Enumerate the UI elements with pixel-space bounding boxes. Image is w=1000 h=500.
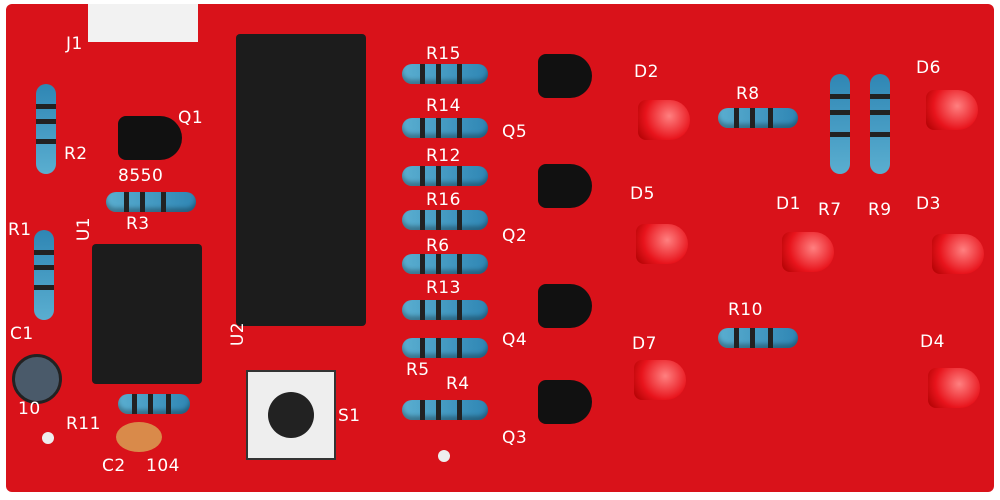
led-d1 (782, 232, 834, 272)
resistor-r5 (384, 338, 506, 358)
label-c1: C1 (10, 324, 34, 344)
label-r14: R14 (426, 96, 461, 116)
label-s1: S1 (338, 406, 361, 426)
label-d1: D1 (776, 194, 801, 214)
label-j1: J1 (66, 34, 83, 54)
label-q3: Q3 (502, 428, 528, 448)
transistor-q1 (118, 116, 182, 160)
label-r12: R12 (426, 146, 461, 166)
ic-u2 (236, 34, 366, 326)
resistor-r4 (384, 400, 506, 420)
label-r3: R3 (126, 214, 150, 234)
resistor-r15 (384, 64, 506, 84)
label-r5: R5 (406, 360, 430, 380)
push-button-s1[interactable] (246, 370, 336, 460)
label-r11: R11 (66, 414, 101, 434)
label-r16: R16 (426, 190, 461, 210)
led-d2 (638, 100, 690, 140)
label-8550: 8550 (118, 166, 164, 186)
label-u1: U1 (74, 216, 95, 242)
label-d6: D6 (916, 58, 941, 78)
label-r15: R15 (426, 44, 461, 64)
resistor-r2 (36, 84, 56, 174)
label-d4: D4 (920, 332, 945, 352)
label-c1-value: 10 (18, 399, 41, 419)
label-r7: R7 (818, 200, 842, 220)
resistor-r7 (830, 74, 850, 174)
resistor-r6 (384, 254, 506, 274)
label-d2: D2 (634, 62, 659, 82)
label-q1: Q1 (178, 108, 204, 128)
resistor-r16 (384, 210, 506, 230)
label-r9: R9 (868, 200, 892, 220)
label-r1: R1 (8, 220, 32, 240)
led-d3 (932, 234, 984, 274)
led-d7 (634, 360, 686, 400)
resistor-r12 (384, 166, 506, 186)
transistor-q3 (538, 380, 592, 424)
label-c2-value: 104 (146, 456, 180, 476)
mounting-hole (42, 432, 54, 444)
transistor-q4 (538, 284, 592, 328)
transistor-q2 (538, 164, 592, 208)
capacitor-c1 (12, 354, 62, 404)
resistor-r1 (34, 230, 54, 320)
led-d4 (928, 368, 980, 408)
label-r4: R4 (446, 374, 470, 394)
label-c2: C2 (102, 456, 126, 476)
resistor-r13 (384, 300, 506, 320)
label-q5: Q5 (502, 122, 528, 142)
label-d7: D7 (632, 334, 657, 354)
label-q4: Q4 (502, 330, 528, 350)
label-r13: R13 (426, 278, 461, 298)
pcb-board: J1 U2 U1 Q1 8550 R2 R1 R3 C1 10 R11 C2 1… (6, 4, 994, 492)
resistor-r14 (384, 118, 506, 138)
resistor-r8 (700, 108, 816, 128)
resistor-r3 (88, 192, 214, 212)
mounting-hole (438, 450, 450, 462)
label-q2: Q2 (502, 226, 528, 246)
label-r2: R2 (64, 144, 88, 164)
label-d5: D5 (630, 184, 655, 204)
led-d6 (926, 90, 978, 130)
resistor-r10 (700, 328, 816, 348)
label-r10: R10 (728, 300, 763, 320)
connector-j1 (88, 4, 198, 42)
transistor-q5 (538, 54, 592, 98)
label-d3: D3 (916, 194, 941, 214)
label-r6: R6 (426, 236, 450, 256)
button-cap[interactable] (268, 392, 314, 438)
resistor-r11 (100, 394, 208, 414)
led-d5 (636, 224, 688, 264)
capacitor-c2 (116, 422, 162, 452)
label-r8: R8 (736, 84, 760, 104)
label-u2: U2 (228, 321, 249, 347)
resistor-r9 (870, 74, 890, 174)
ic-u1 (92, 244, 202, 384)
